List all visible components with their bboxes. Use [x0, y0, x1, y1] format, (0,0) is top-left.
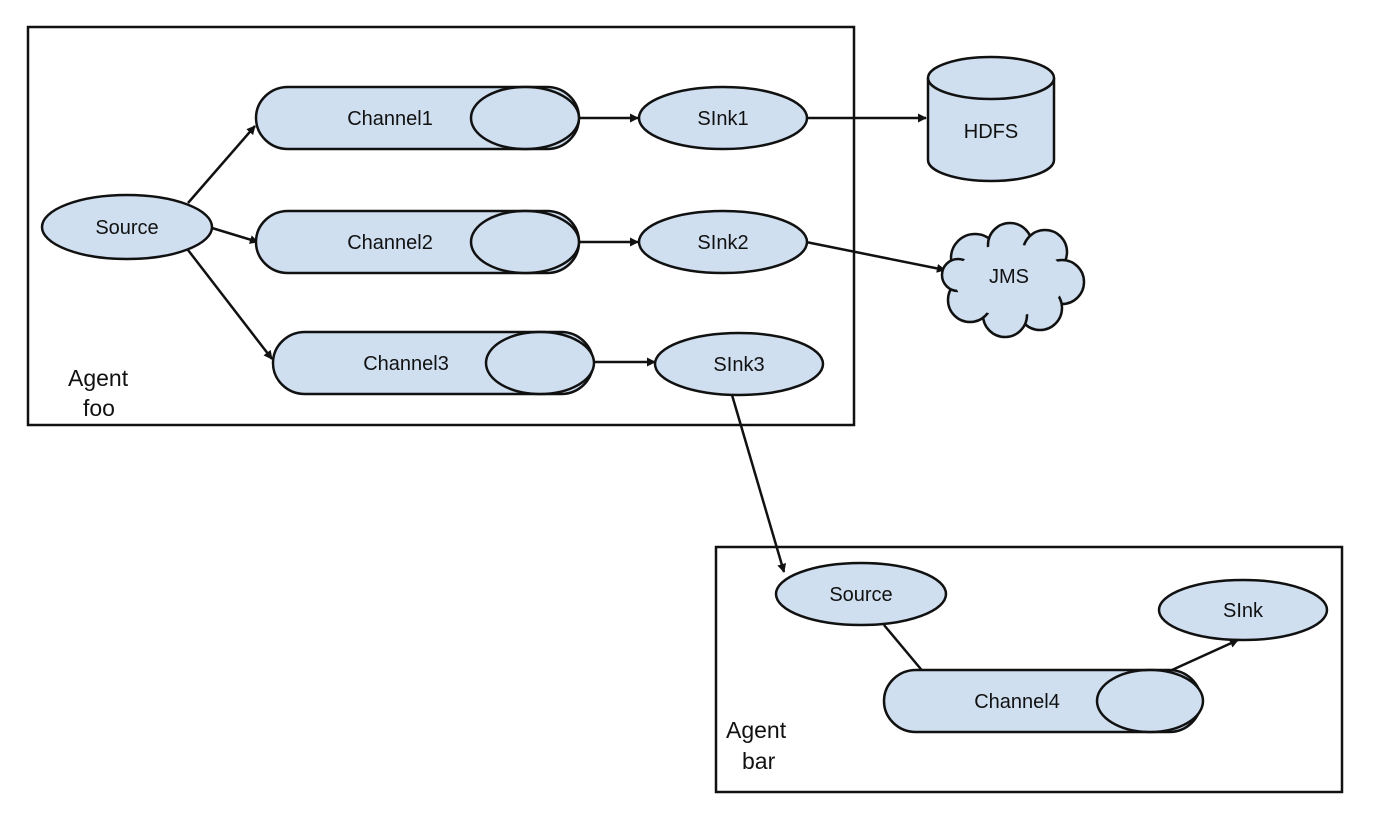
jms-label: JMS	[989, 266, 1029, 288]
agent-bar-label-line1: Agent	[726, 717, 787, 743]
edge-source-channel2	[211, 226, 259, 244]
source-bar-node: Source	[774, 561, 948, 627]
channel1-node: Channel1	[254, 85, 581, 151]
edge-sink2-jms	[805, 240, 946, 273]
channel2-node: Channel2	[254, 209, 581, 275]
sink2-label: SInk2	[697, 232, 748, 254]
sink3-label: SInk3	[713, 354, 764, 376]
source-bar-label: Source	[829, 584, 892, 606]
source-label: Source	[95, 217, 158, 239]
channel3-node: Channel3	[271, 330, 596, 396]
sink3-node: SInk3	[653, 331, 825, 397]
sink-bar-node: SInk	[1157, 578, 1329, 642]
channel3-label: Channel3	[363, 353, 449, 375]
channel2-label: Channel2	[347, 232, 433, 254]
hdfs-label: HDFS	[964, 121, 1018, 143]
agent-bar-label-line2: bar	[742, 748, 776, 774]
sink1-node: SInk1	[637, 85, 809, 151]
channel4-label: Channel4	[974, 691, 1060, 713]
channel4-node: Channel4	[882, 668, 1205, 734]
jms-cloud-icon: JMS	[940, 221, 1086, 339]
edge-sink3-source-bar	[730, 394, 787, 573]
agent-foo-box	[26, 25, 856, 427]
sink2-node: SInk2	[637, 209, 809, 275]
edge-channel4-sink	[1171, 638, 1239, 672]
hdfs-database-icon: HDFS	[926, 55, 1056, 183]
agent-foo-label-line2: foo	[83, 395, 115, 421]
sink1-label: SInk1	[697, 108, 748, 130]
edge-source-channel1	[187, 125, 256, 204]
edges	[187, 113, 1239, 681]
source-node: Source	[40, 193, 214, 261]
agent-bar-box	[714, 545, 1344, 794]
sink-bar-label: SInk	[1223, 600, 1264, 622]
agent-foo-label-line1: Agent	[68, 365, 129, 391]
channel1-label: Channel1	[347, 108, 433, 130]
edge-source-channel3	[187, 249, 273, 360]
